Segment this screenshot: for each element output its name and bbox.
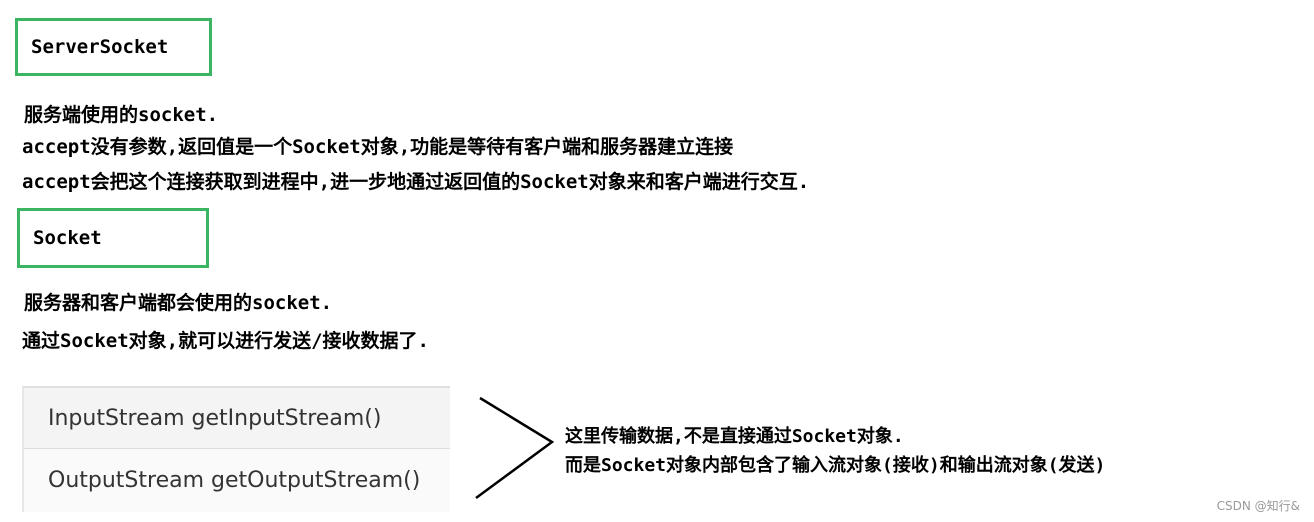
socket-title-box: Socket: [17, 208, 209, 268]
note-line-2: 而是Socket对象内部包含了输入流对象(接收)和输出流对象(发送): [565, 455, 1106, 476]
socket-title: Socket: [33, 227, 102, 249]
method-row-output: OutputStream getOutputStream(): [24, 449, 450, 512]
stream-methods-table: InputStream getInputStream() OutputStrea…: [22, 386, 450, 512]
socket-desc-line-1: 服务器和客户端都会使用的socket.: [24, 292, 333, 314]
method-row-input: InputStream getInputStream(): [24, 388, 450, 449]
serversocket-desc-line-2: accept没有参数,返回值是一个Socket对象,功能是等待有客户端和服务器建…: [22, 136, 734, 158]
serversocket-title-box: ServerSocket: [15, 18, 212, 76]
method-output-stream: OutputStream getOutputStream(): [48, 468, 421, 493]
serversocket-title: ServerSocket: [31, 36, 169, 58]
serversocket-desc-line-3: accept会把这个连接获取到进程中,进一步地通过返回值的Socket对象来和客…: [22, 171, 810, 193]
socket-desc-line-2: 通过Socket对象,就可以进行发送/接收数据了.: [22, 330, 429, 352]
serversocket-desc-line-1: 服务端使用的socket.: [24, 104, 219, 126]
csdn-watermark: CSDN @知行&: [1216, 499, 1300, 513]
note-line-1: 这里传输数据,不是直接通过Socket对象.: [565, 426, 904, 447]
angle-bracket-icon: [475, 396, 555, 500]
method-input-stream: InputStream getInputStream(): [48, 405, 382, 431]
